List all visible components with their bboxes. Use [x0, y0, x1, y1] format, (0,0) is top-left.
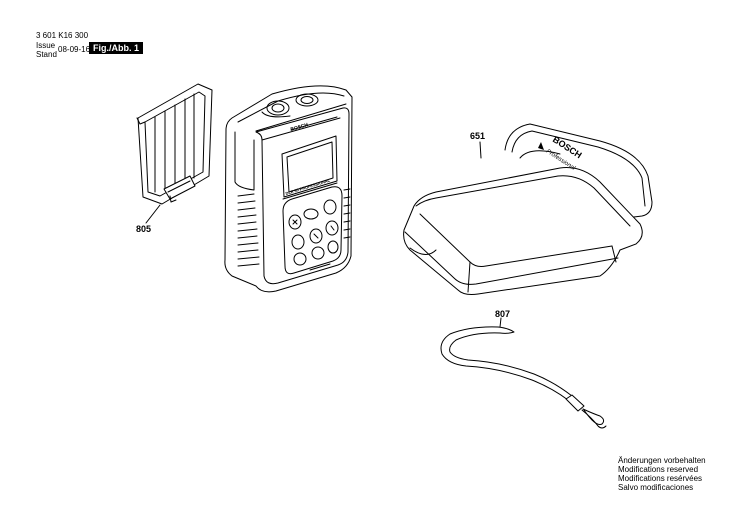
notice-line-de: Änderungen vorbehalten [618, 456, 706, 465]
leader-651 [479, 141, 482, 159]
part-label-651: 651 [470, 131, 486, 141]
part-label-807: 807 [495, 309, 511, 319]
laser-rangefinder [224, 85, 353, 293]
carrying-pouch [403, 123, 653, 295]
notice-line-es: Salvo modificaciones [618, 483, 694, 492]
part-label-805: 805 [136, 224, 152, 234]
leader-805 [145, 204, 161, 224]
battery-cover [136, 83, 213, 205]
part-number: 3 601 K16 300 [36, 31, 89, 40]
device-brand-text: BOSCH [290, 122, 309, 133]
notice-line-en: Modifications reserved [618, 465, 699, 474]
pouch-logo-icon [538, 142, 544, 150]
leader-807 [499, 317, 502, 328]
figure-label: Fig./Abb. 1 [89, 42, 143, 54]
notice-line-fr: Modifications resérvées [618, 474, 703, 483]
wrist-strap [440, 326, 607, 429]
stand-label: Stand [36, 50, 57, 59]
issue-label: Issue [36, 41, 56, 50]
issue-date: 08-09-16 [58, 45, 91, 54]
modifications-notice: Änderungen vorbehalten Modifications res… [618, 456, 706, 492]
